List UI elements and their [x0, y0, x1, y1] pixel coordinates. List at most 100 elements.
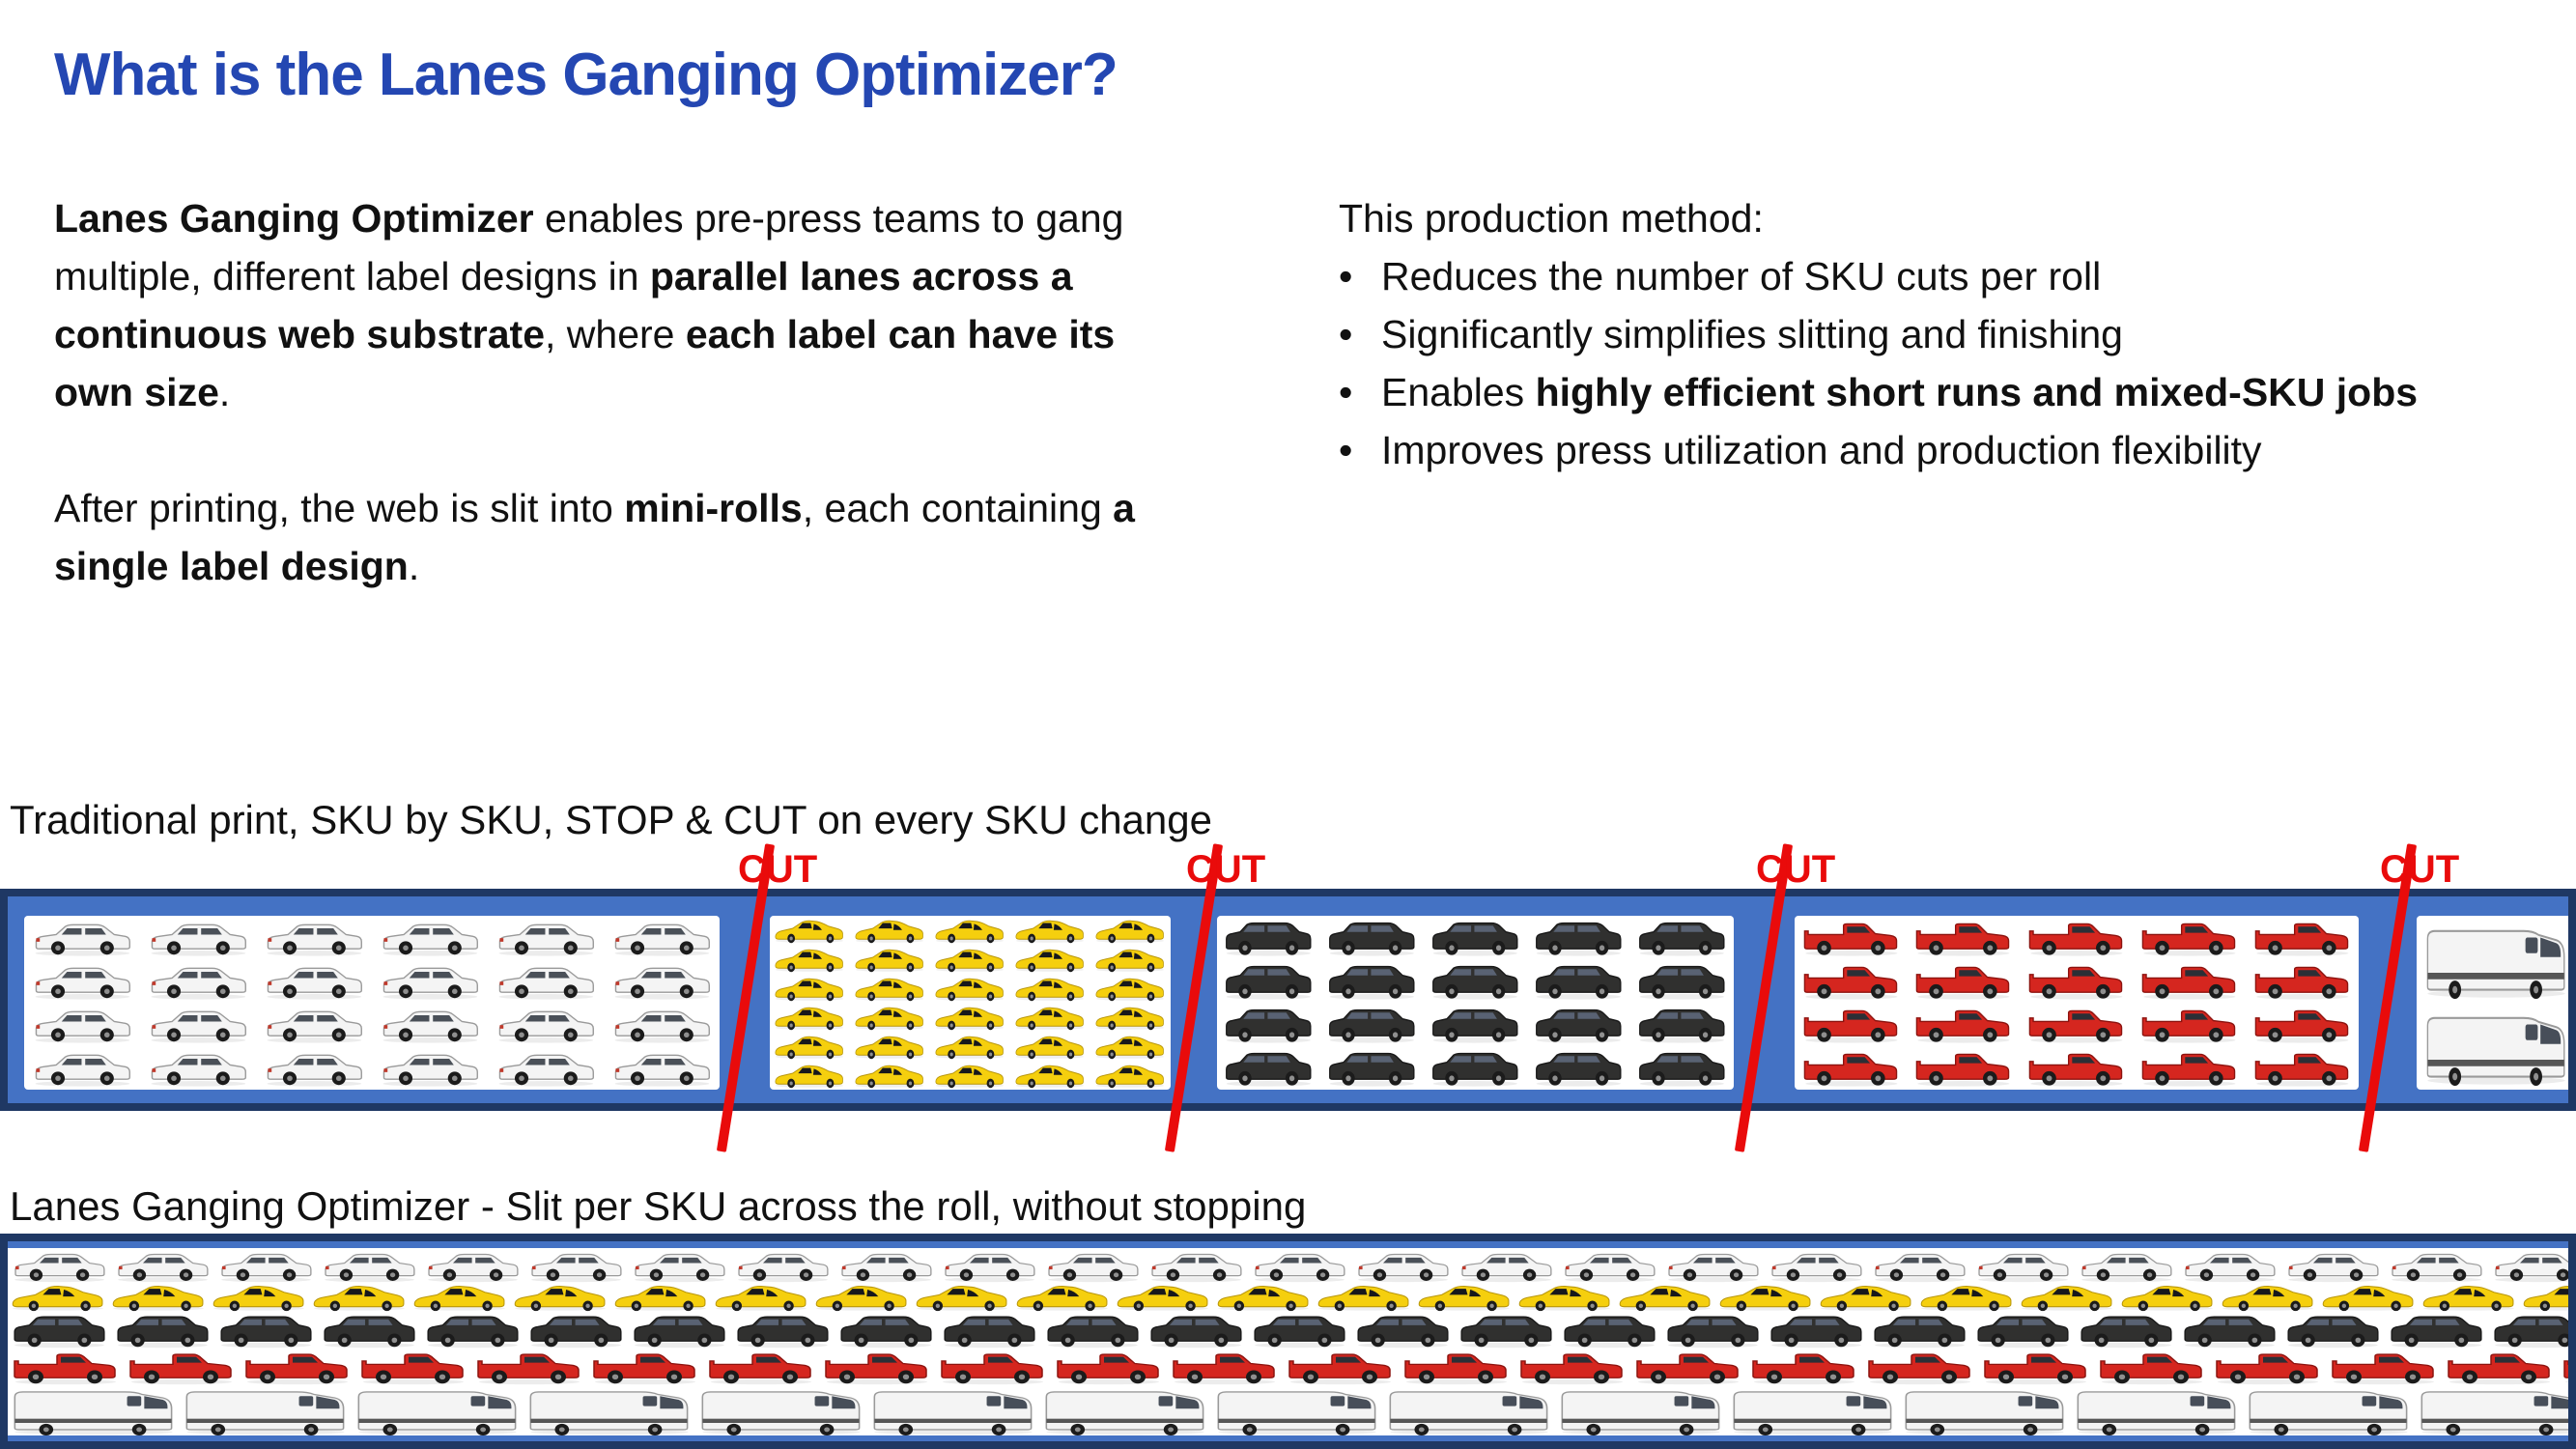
- sku-cell: [1217, 1046, 1320, 1090]
- lane-car: [2094, 1349, 2210, 1385]
- white-sedan-icon: [35, 967, 130, 1000]
- sku-cell: [256, 1003, 372, 1046]
- lane-car: [628, 1248, 731, 1283]
- white-sedan-icon: [841, 1253, 932, 1283]
- lane-car: [1765, 1312, 1868, 1349]
- yellow-sports-icon: [935, 1007, 1005, 1030]
- sku-cell: [770, 1003, 850, 1032]
- sku-cell: [930, 916, 1010, 945]
- lane-car: [610, 1283, 711, 1312]
- black-suv-icon: [2494, 1316, 2568, 1349]
- white-sedan-icon: [35, 1010, 130, 1043]
- bullet-text: Improves press utilization and productio…: [1381, 421, 2262, 479]
- white-sedan-icon: [267, 967, 362, 1000]
- yellow-sports-icon: [12, 1285, 103, 1312]
- sku-cell: [1424, 1003, 1527, 1046]
- traditional-roll-band: [0, 889, 2576, 1111]
- lane-car: [811, 1283, 912, 1312]
- yellow-sports-icon: [715, 1285, 807, 1312]
- lane-car: [2075, 1248, 2178, 1283]
- yellow-sports-icon: [1317, 1285, 1409, 1312]
- lane-car: [111, 1248, 214, 1283]
- traditional-section-label: Traditional print, SKU by SKU, STOP & CU…: [10, 797, 1212, 842]
- lane-car: [1746, 1349, 1862, 1385]
- sku-cell: [1630, 1046, 1734, 1090]
- lane-car: [318, 1312, 421, 1349]
- white-sedan-icon: [1771, 1253, 1862, 1283]
- sku-cell: [930, 1032, 1010, 1061]
- sku-cell: [2021, 916, 2134, 959]
- lane-car: [1558, 1312, 1661, 1349]
- yellow-sports-icon: [1418, 1285, 1510, 1312]
- yellow-sports-icon: [775, 1007, 844, 1030]
- black-suv-icon: [1329, 923, 1415, 956]
- white-sedan-icon: [267, 1054, 362, 1087]
- white-sedan-icon: [1358, 1253, 1449, 1283]
- sku-panels-layer: [0, 889, 2576, 1111]
- lane-car: [835, 1312, 938, 1349]
- intro-paragraph-2: After printing, the web is slit into min…: [54, 479, 1165, 595]
- red-pickup-icon: [2100, 1353, 2202, 1385]
- red-pickup-icon: [1868, 1353, 1970, 1385]
- white-van-icon: [873, 1391, 1033, 1435]
- sku-cell: [2417, 916, 2576, 1003]
- text: , each containing: [802, 486, 1114, 530]
- lane-car: [1167, 1349, 1283, 1385]
- bullet-item: •Reduces the number of SKU cuts per roll: [1339, 247, 2565, 305]
- white-sedan-icon: [1151, 1253, 1242, 1283]
- yellow-sports-icon: [1117, 1285, 1208, 1312]
- black-suv-icon: [1254, 1316, 1345, 1349]
- bullet-item: •Significantly simplifies slitting and f…: [1339, 305, 2565, 363]
- sku-cell: [1424, 1046, 1527, 1090]
- lane-car: [819, 1349, 935, 1385]
- lane-car: [731, 1248, 835, 1283]
- bold-text: Lanes Ganging Optimizer: [54, 196, 534, 241]
- red-pickup-icon: [1916, 923, 2010, 956]
- sku-cell: [2133, 1046, 2246, 1090]
- black-suv-icon: [1432, 966, 1518, 1000]
- red-pickup-icon: [593, 1353, 695, 1385]
- yellow-sports-icon: [313, 1285, 405, 1312]
- band-border-bottom: [0, 1441, 2576, 1449]
- red-pickup-icon: [361, 1353, 464, 1385]
- white-sedan-icon: [382, 967, 478, 1000]
- yellow-sports-icon: [1095, 1007, 1165, 1030]
- sku-cell: [2133, 1003, 2246, 1046]
- white-sedan-icon: [2392, 1253, 2482, 1283]
- black-suv-icon: [1329, 1009, 1415, 1043]
- yellow-sports-icon: [1015, 978, 1085, 1001]
- white-van-icon: [1561, 1391, 1720, 1435]
- text: Enables: [1381, 370, 1536, 414]
- lane-car: [1661, 1248, 1765, 1283]
- white-sedan-icon: [428, 1253, 519, 1283]
- red-pickup-icon: [1916, 1054, 2010, 1087]
- lane-car: [1211, 1385, 1383, 1435]
- sku-cell: [1320, 1046, 1424, 1090]
- bold-text: highly efficient short runs and mixed-SK…: [1535, 370, 2419, 414]
- white-sedan-icon: [498, 923, 594, 956]
- white-van-icon: [2426, 929, 2565, 999]
- yellow-sports-icon: [775, 978, 844, 1001]
- yellow-sports-icon: [2322, 1285, 2414, 1312]
- sku-cell: [1795, 916, 1908, 959]
- yellow-sports-icon: [514, 1285, 606, 1312]
- lane-car: [1399, 1349, 1514, 1385]
- black-suv-icon: [1460, 1316, 1552, 1349]
- sku-cell: [930, 945, 1010, 974]
- sku-lane-white-sedan: [8, 1248, 2568, 1283]
- lane-car: [628, 1312, 731, 1349]
- lane-car: [214, 1248, 318, 1283]
- black-suv-icon: [1770, 1316, 1862, 1349]
- sku-panel-yellow-sports: [770, 916, 1171, 1090]
- white-sedan-icon: [614, 967, 710, 1000]
- white-sedan-icon: [2288, 1253, 2379, 1283]
- red-pickup-icon: [2563, 1360, 2568, 1383]
- white-van-icon: [1905, 1391, 2064, 1435]
- lane-car: [2178, 1248, 2281, 1283]
- production-method-heading: This production method:: [1339, 196, 1764, 241]
- lane-car: [2178, 1312, 2281, 1349]
- white-sedan-icon: [382, 1054, 478, 1087]
- lane-car: [1041, 1248, 1145, 1283]
- text: .: [218, 370, 231, 414]
- black-suv-icon: [1639, 966, 1725, 1000]
